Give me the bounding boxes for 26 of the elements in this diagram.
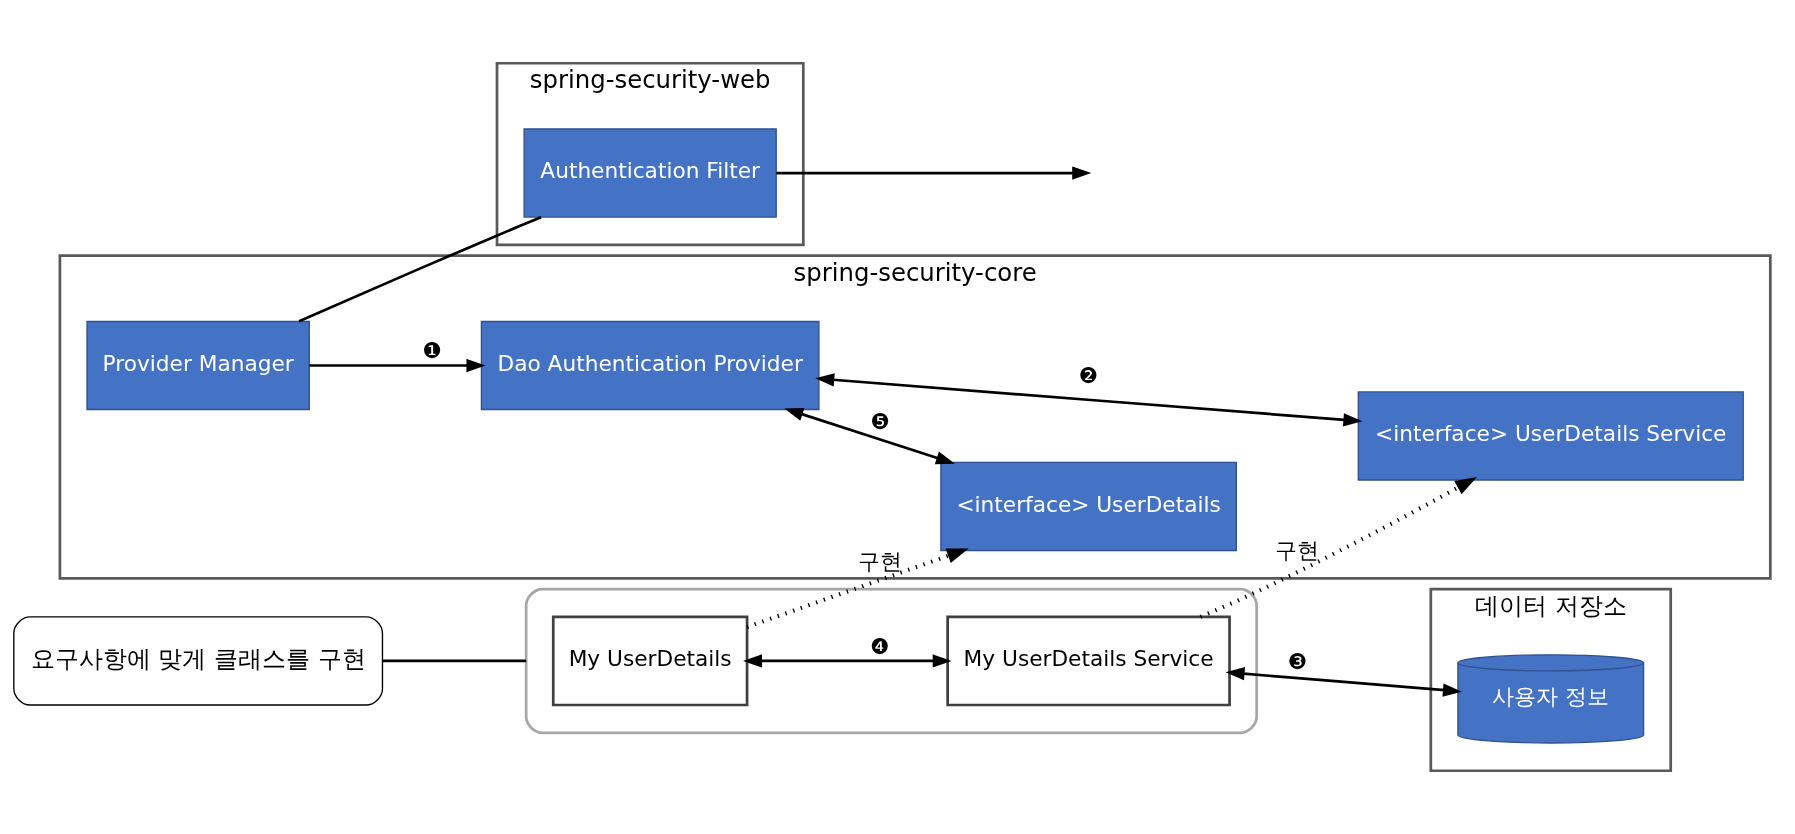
arrow (1225, 667, 1462, 697)
node-box: Authentication Filter (523, 128, 777, 218)
edge-label: ❷ (1078, 362, 1099, 388)
node-box: 요구사항에 맞게 클래스를 구현 (13, 616, 384, 706)
arrow (743, 654, 952, 668)
node-box: My UserDetails Service (946, 615, 1231, 707)
arrow (746, 548, 969, 629)
connector (298, 215, 542, 323)
arrow (309, 358, 486, 373)
node-box: Dao Authentication Provider (480, 320, 820, 411)
node-box: <interface> UserDetails Service (1357, 391, 1744, 481)
edge-label: ❸ (1287, 648, 1308, 674)
arrow (1199, 477, 1477, 619)
node-box: Provider Manager (86, 320, 310, 411)
edge-label: ❺ (870, 408, 890, 434)
connector (382, 659, 527, 663)
arrow (815, 373, 1363, 427)
cluster (524, 587, 1258, 735)
edge-label: 구현 (1275, 537, 1320, 563)
edge-label: ❶ (422, 338, 442, 364)
arrow (776, 166, 1092, 180)
edge-label: 구현 (857, 548, 902, 574)
node-box: My UserDetails (551, 615, 749, 707)
node-box: <interface> UserDetails (940, 461, 1237, 552)
arrow (784, 407, 955, 465)
edge-label: ❹ (870, 633, 890, 659)
